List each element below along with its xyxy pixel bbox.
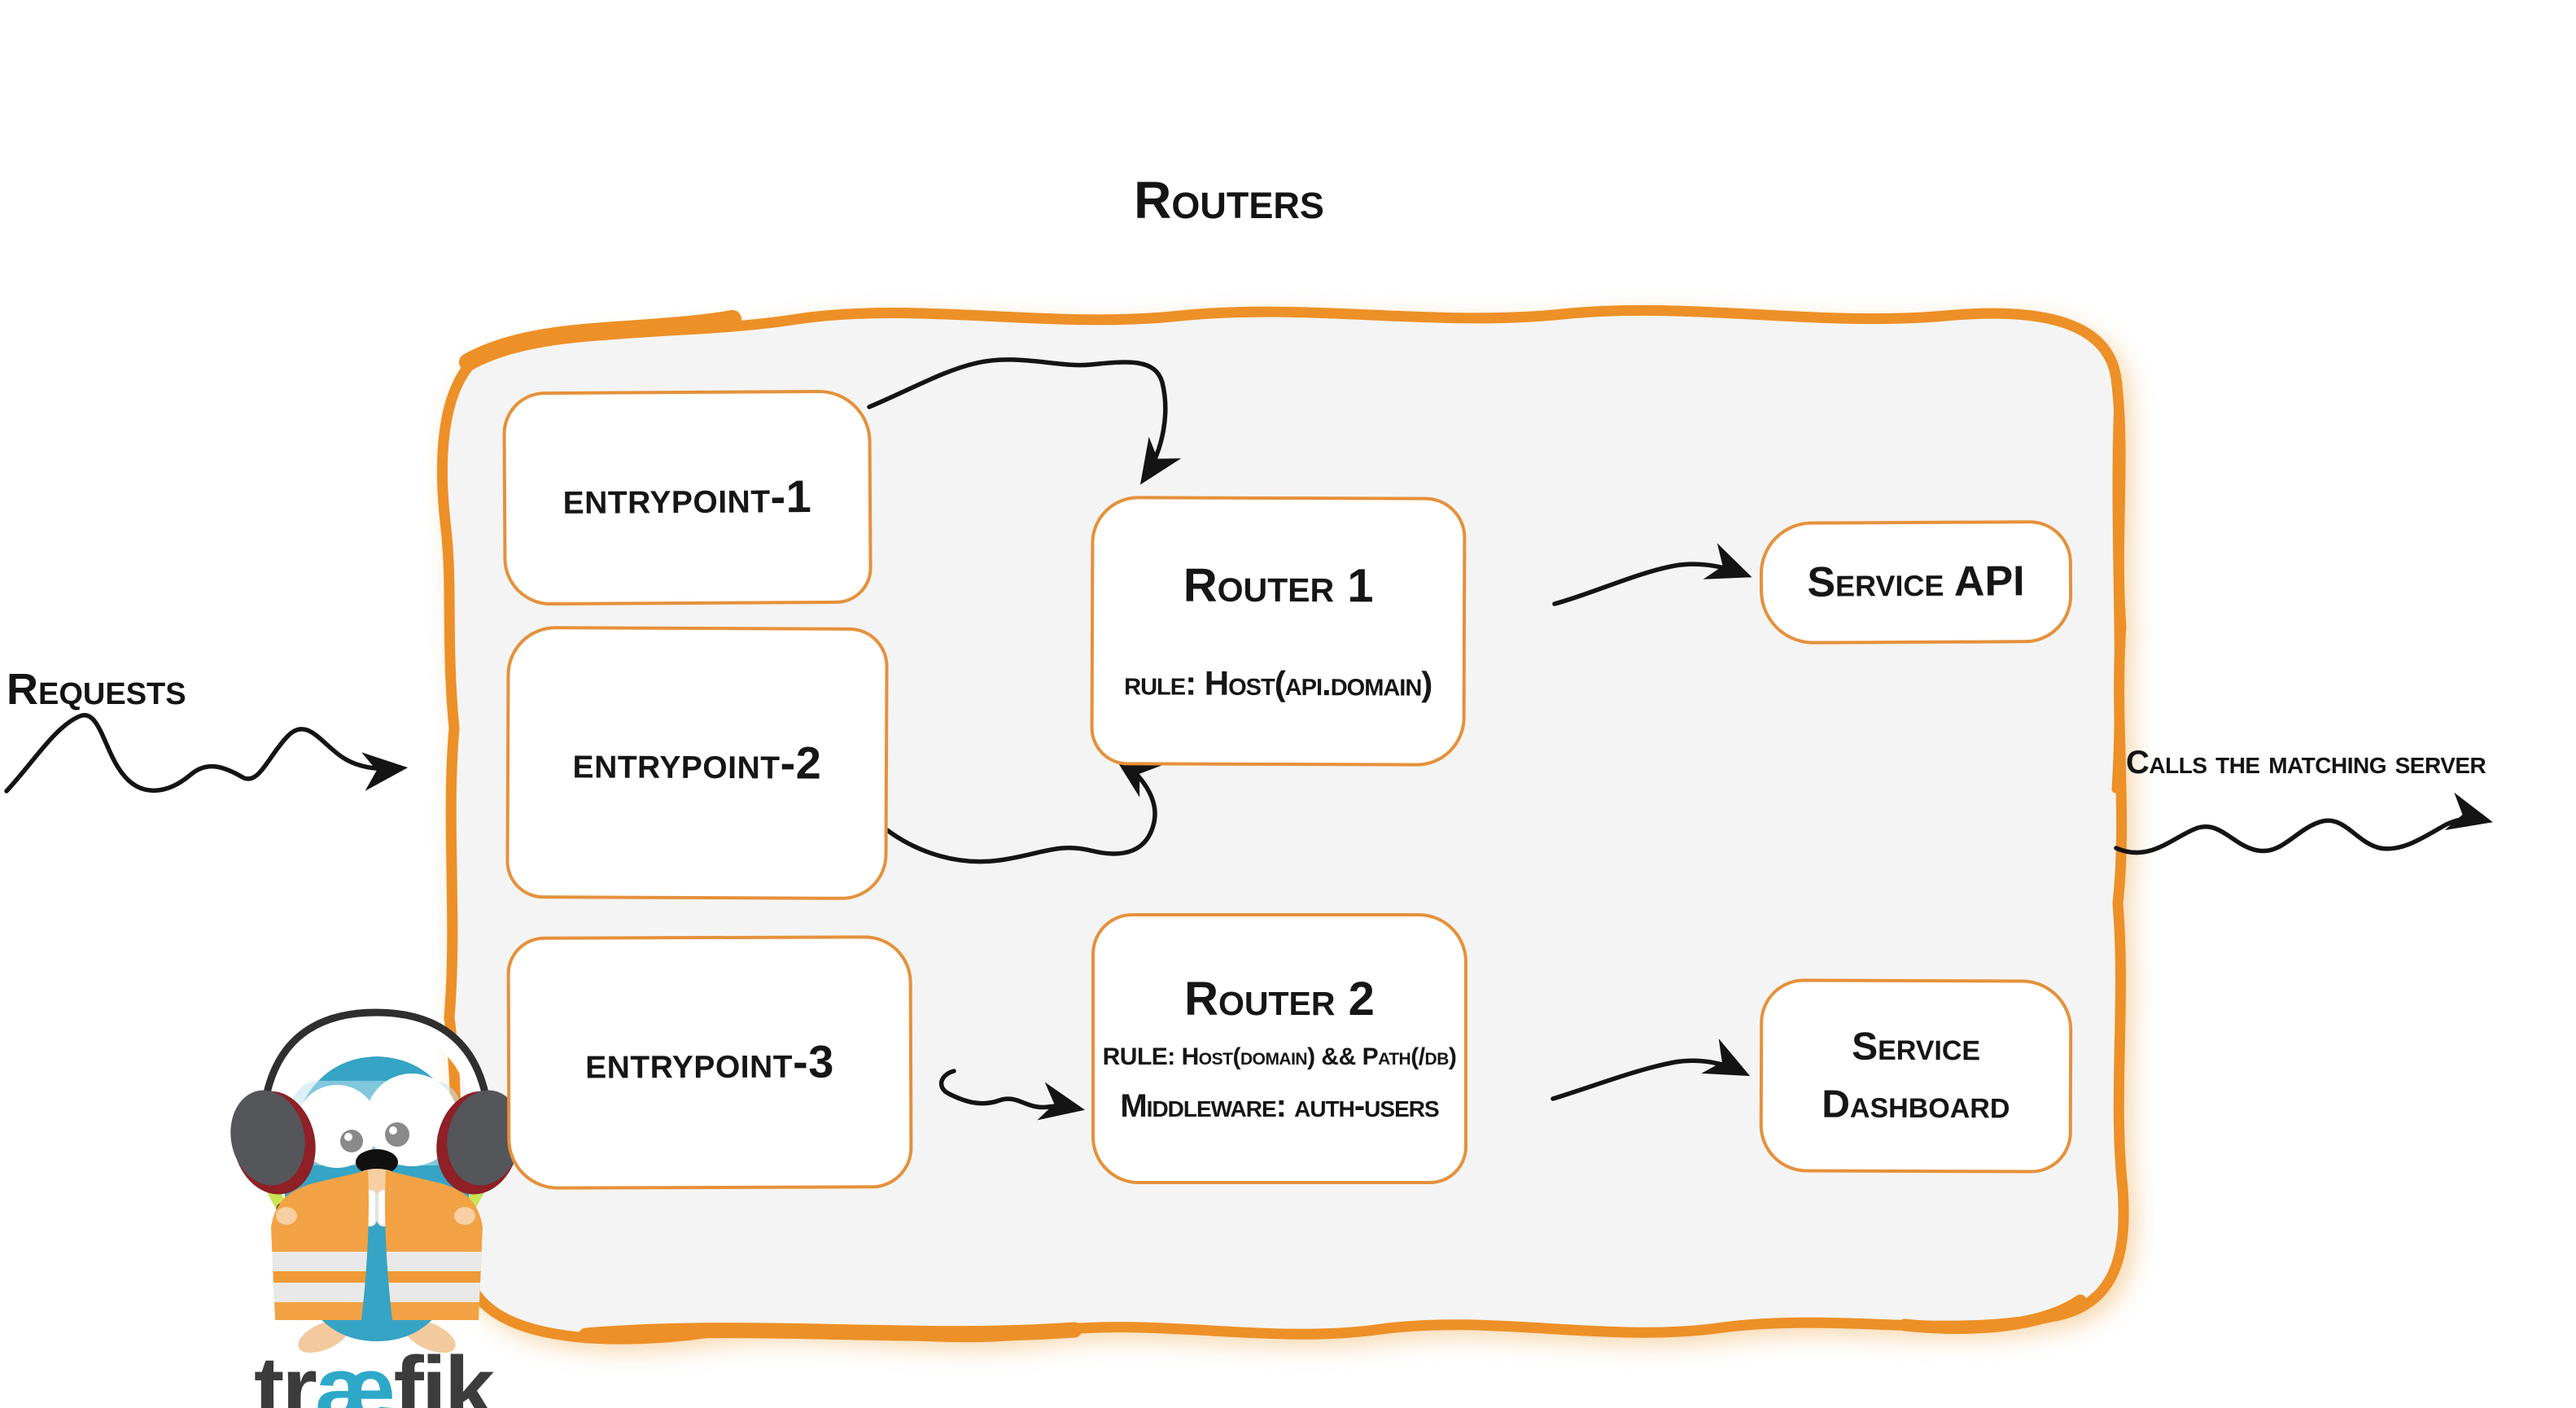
entrypoint-2-box: entrypoint-2 — [505, 625, 889, 901]
wordmark-ae-ligature: æ — [314, 1338, 396, 1408]
service-dashboard-label-line2: Dashboard — [1822, 1082, 2010, 1127]
arrow-router1-to-service-api — [1552, 543, 1752, 606]
router-1-rule: rule: Host(api.domain) — [1124, 663, 1432, 703]
traefik-gopher-mascot — [230, 1008, 522, 1353]
entrypoint-2-label: entrypoint-2 — [572, 736, 822, 789]
service-api-box: Service API — [1759, 519, 2073, 645]
service-dashboard-label-line1: Service — [1852, 1025, 1981, 1069]
container-brush-accent-right — [2111, 378, 2123, 794]
arrow-entrypoint3-to-router2 — [938, 1069, 1085, 1121]
router-2-middleware: Middleware: auth-users — [1120, 1088, 1439, 1125]
entrypoint-3-box: entrypoint-3 — [506, 935, 913, 1190]
gopher-headphones — [230, 1008, 522, 1195]
arrow-calls-out — [2114, 792, 2493, 855]
router-2-box: Router 2 RULE: Host(domain) && Path(/db)… — [1091, 913, 1467, 1184]
router-1-box: Router 1 rule: Host(api.domain) — [1090, 496, 1467, 767]
diagram-title: Routers — [1134, 171, 1324, 230]
service-dashboard-box: Service Dashboard — [1759, 978, 2073, 1174]
gopher-nose — [356, 1149, 398, 1175]
container-brush-accent-bottom — [578, 1322, 1082, 1344]
calls-matching-server-label: Calls the matching server — [2126, 745, 2486, 781]
arrow-entrypoint1-to-router1 — [867, 357, 1182, 485]
router-1-title: Router 1 — [1183, 558, 1374, 613]
container-brush-accent-bottom-right — [1898, 1294, 2087, 1334]
wordmark-suffix: fik — [393, 1338, 495, 1408]
router-2-rule: RULE: Host(domain) && Path(/db) — [1102, 1043, 1457, 1070]
traefik-wordmark: træfik — [254, 1336, 495, 1408]
requests-label: Requests — [7, 665, 186, 714]
wordmark-prefix: tr — [254, 1338, 317, 1408]
service-api-label: Service API — [1807, 557, 2025, 606]
arrow-router2-to-service-dashboard — [1550, 1039, 1751, 1101]
container-brush-accent-top — [459, 310, 741, 371]
arrow-entrypoint2-to-router1 — [885, 755, 1162, 864]
arrow-requests-in — [4, 713, 409, 794]
gopher-eyes — [295, 1073, 458, 1168]
entrypoint-3-label: entrypoint-3 — [585, 1035, 834, 1088]
gopher-paws — [276, 1207, 475, 1225]
router-2-title: Router 2 — [1184, 972, 1375, 1025]
entrypoint-1-box: entrypoint-1 — [502, 389, 873, 606]
entrypoint-1-label: entrypoint-1 — [562, 470, 812, 524]
flow-arrows — [4, 357, 2493, 1121]
